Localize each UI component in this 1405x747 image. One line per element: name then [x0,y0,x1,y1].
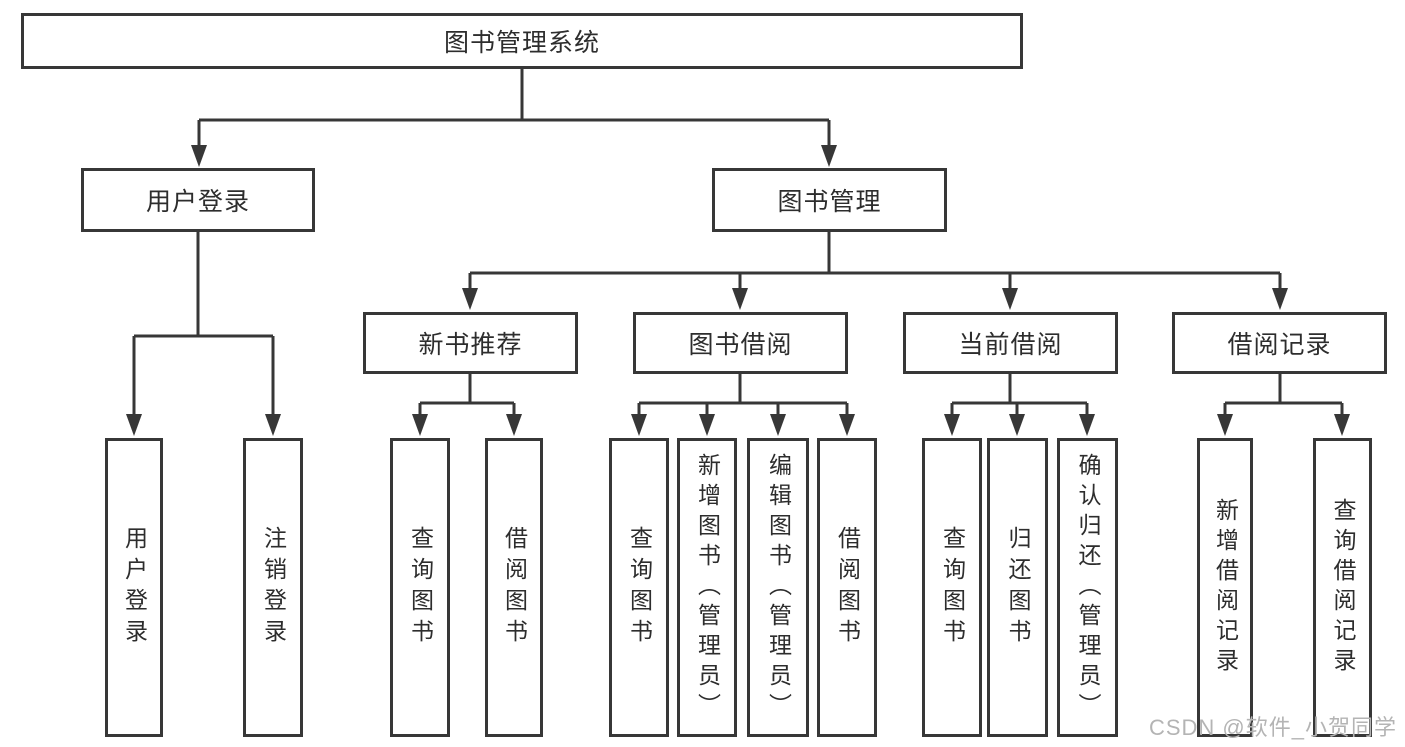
node-borrow-records: 借阅记录 [1172,312,1387,374]
node-new-book-recommend: 新书推荐 [363,312,578,374]
watermark: CSDN @软件_小贺同学 [1148,715,1397,740]
leaf-borrow-borrow-books: 借阅图书 [817,438,877,737]
leaf-current-query-books: 查询图书 [922,438,982,737]
node-root-system: 图书管理系统 [21,13,1023,69]
leaf-records-add-record: 新增借阅记录 [1197,438,1253,737]
node-book-management: 图书管理 [712,168,947,232]
leaf-current-confirm-return-admin: 确认归还（管理员） [1057,438,1118,737]
leaf-newbook-borrow-books: 借阅图书 [485,438,543,737]
leaf-borrow-add-books-admin: 新增图书（管理员） [677,438,737,737]
node-user-login: 用户登录 [81,168,315,232]
leaf-user-login: 用户登录 [105,438,163,737]
leaf-newbook-query-books: 查询图书 [390,438,450,737]
leaf-borrow-edit-books-admin: 编辑图书（管理员） [747,438,809,737]
leaf-borrow-query-books: 查询图书 [609,438,669,737]
leaf-records-query-record: 查询借阅记录 [1313,438,1372,737]
node-current-borrow: 当前借阅 [903,312,1118,374]
leaf-logout: 注销登录 [243,438,303,737]
leaf-current-return-books: 归还图书 [987,438,1048,737]
node-book-borrow: 图书借阅 [633,312,848,374]
